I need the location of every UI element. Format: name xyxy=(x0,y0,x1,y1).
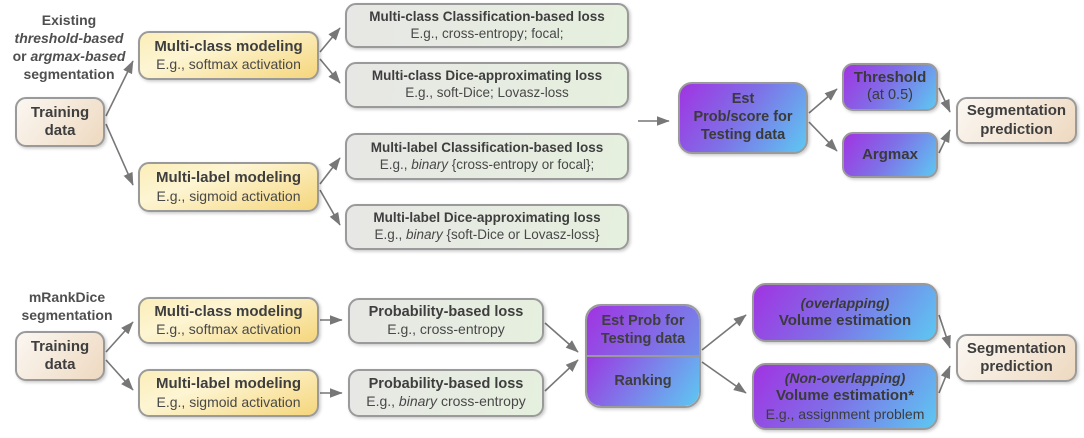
multiclass-modeling-box-top: Multi-class modeling E.g., softmax activ… xyxy=(138,31,319,80)
mc-classification-loss-box: Multi-class Classification-based loss E.… xyxy=(345,3,629,48)
training-data-box-top: Training data xyxy=(15,97,105,147)
est-ranking-divider xyxy=(587,355,699,357)
ranking-cell: Ranking xyxy=(587,357,699,406)
est-prob-score-box: Est Prob/score for Testing data xyxy=(678,82,808,154)
training-data-box-bottom: Training data xyxy=(15,331,105,381)
ml-dice-loss-box: Multi-label Dice-approximating loss E.g.… xyxy=(345,204,629,250)
label-line: mRankDice xyxy=(28,289,106,305)
volume-estimation-overlapping-box: (overlapping) Volume estimation xyxy=(752,283,938,342)
multilabel-modeling-box-top: Multi-label modeling E.g., sigmoid activ… xyxy=(138,162,319,212)
probability-loss-box-1: Probability-based loss E.g., cross-entro… xyxy=(348,298,544,344)
label-line: or argmax-based xyxy=(12,47,126,64)
est-prob-ranking-box: Est Prob for Testing data Ranking xyxy=(585,304,701,408)
mrankdice-label: mRankDice segmentation xyxy=(2,289,132,325)
est-prob-cell: Est Prob for Testing data xyxy=(587,306,699,355)
label-line: segmentation xyxy=(21,306,113,323)
multilabel-modeling-box-bottom: Multi-label modeling E.g., sigmoid activ… xyxy=(138,369,319,417)
label-line: Existing xyxy=(41,12,97,28)
label-line: segmentation xyxy=(23,65,115,82)
segmentation-prediction-box-top: Segmentation prediction xyxy=(956,97,1077,144)
segmentation-prediction-box-bottom: Segmentation prediction xyxy=(956,334,1077,382)
volume-estimation-non-overlapping-box: (Non-overlapping) Volume estimation* E.g… xyxy=(752,363,938,430)
probability-loss-box-2: Probability-based loss E.g., binary cros… xyxy=(348,369,544,417)
ml-classification-loss-box: Multi-label Classification-based loss E.… xyxy=(345,133,629,180)
label-line: threshold-based xyxy=(14,29,124,46)
multiclass-modeling-box-bottom: Multi-class modeling E.g., softmax activ… xyxy=(138,297,319,344)
argmax-box: Argmax xyxy=(842,132,938,178)
mc-dice-loss-box: Multi-class Dice-approximating loss E.g.… xyxy=(345,62,629,108)
existing-method-label: Existing threshold-based or argmax-based… xyxy=(4,12,134,84)
threshold-box: Threshold (at 0.5) xyxy=(842,63,938,111)
